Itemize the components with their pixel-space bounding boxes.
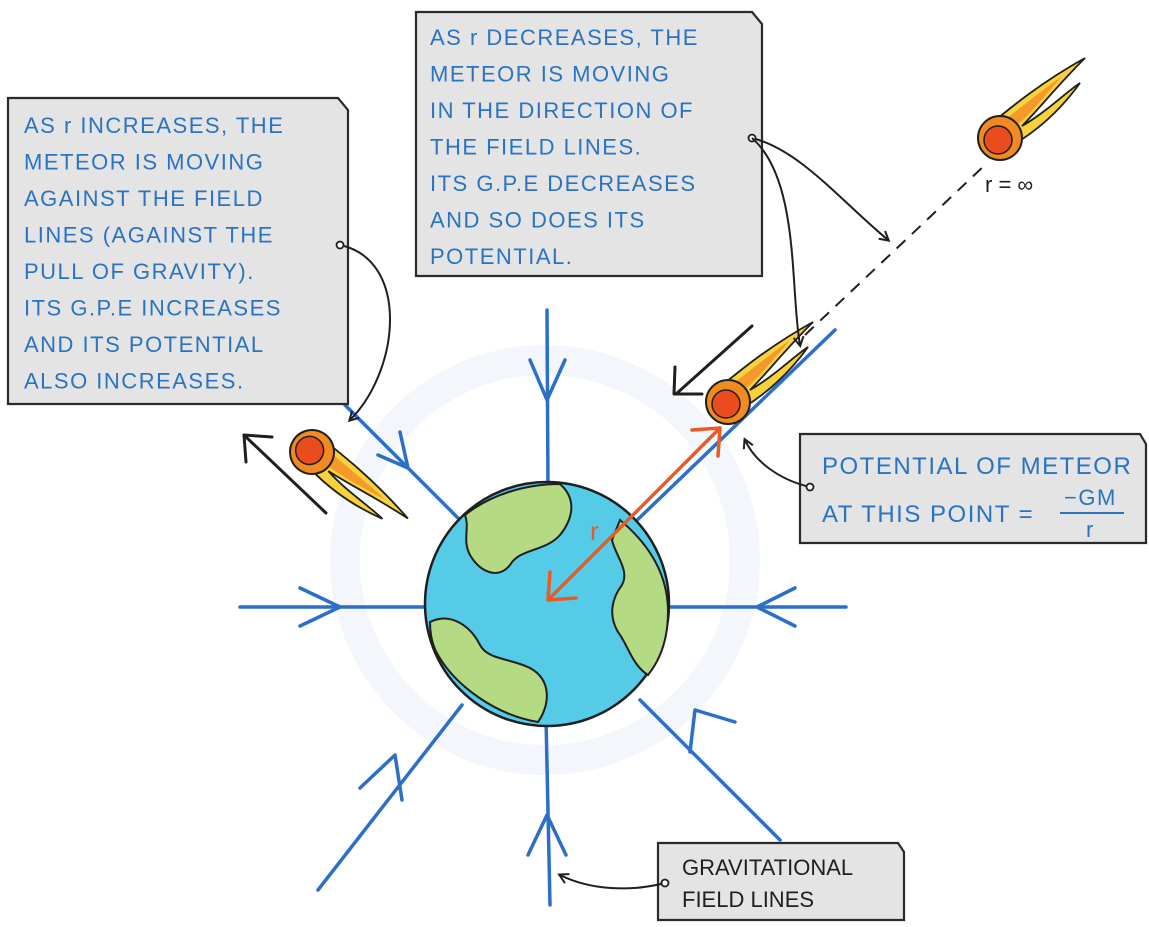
- field-lines-label-line: FIELD LINES: [682, 887, 814, 912]
- left-explanation-box: AS r INCREASES, THE METEOR IS MOVING AGAIN…: [6, 96, 350, 406]
- motion-arrow-icon: [672, 324, 754, 396]
- radius-label: r: [590, 516, 599, 546]
- field-line-arrow-icon: [358, 753, 404, 802]
- left-box-pointer: [340, 245, 391, 420]
- motion-arrow-icon: [242, 433, 328, 515]
- field-lines-label-box: GRAVITATIONAL FIELD LINES: [656, 841, 906, 922]
- right-box-pointer: [745, 440, 810, 487]
- top-box-line: ITS G.P.E DECREASES: [430, 171, 697, 196]
- field-line-arrow-icon: [526, 813, 568, 857]
- field-line-arrow-icon: [755, 586, 797, 628]
- bottom-box-pointer: [560, 875, 665, 890]
- field-line-upper-right: [630, 328, 837, 527]
- potential-line-2: AT THIS POINT =: [822, 501, 1034, 528]
- field-lines-label-text: GRAVITATIONAL FIELD LINES: [682, 855, 853, 912]
- field-line-arrow-icon: [688, 708, 737, 754]
- radius-arrow: r: [546, 426, 722, 602]
- earth-land-bottom-left: [428, 617, 548, 724]
- top-box-line: IN THE DIRECTION OF: [430, 98, 694, 123]
- top-box-line: METEOR IS MOVING: [430, 62, 670, 87]
- left-box-line: AND ITS POTENTIAL: [24, 332, 265, 357]
- top-box-line: POTENTIAL.: [430, 244, 573, 269]
- background-watermark: [330, 345, 760, 775]
- potential-denominator: r: [1086, 517, 1095, 542]
- field-line-lower-left: [316, 703, 464, 892]
- left-box-line: ALSO INCREASES.: [24, 369, 245, 394]
- left-box-line: METEOR IS MOVING: [24, 150, 264, 175]
- top-box-pointer-to-meteor: [751, 137, 800, 345]
- left-box-text: AS r INCREASES, THE METEOR IS MOVING AGAIN…: [24, 113, 284, 394]
- meteor-icon: [705, 321, 814, 425]
- top-box-text: AS r DECREASES, THE METEOR IS MOVING IN TH…: [430, 25, 699, 269]
- field-line-upper-left: [343, 403, 464, 524]
- potential-line-1: POTENTIAL OF METEOR: [822, 453, 1132, 480]
- field-line-arrow-icon: [376, 430, 410, 470]
- earth-land-top: [463, 482, 573, 574]
- left-box-line: AS r INCREASES, THE: [24, 113, 284, 138]
- top-box-line: THE FIELD LINES.: [430, 135, 642, 160]
- field-lines-label-line: GRAVITATIONAL: [682, 855, 853, 880]
- meteor-icon: [977, 57, 1086, 161]
- right-potential-box: POTENTIAL OF METEOR AT THIS POINT = −GM …: [798, 432, 1148, 545]
- infinity-label: r = ∞: [985, 172, 1033, 197]
- top-box-pointer-to-path: [752, 138, 888, 240]
- left-box-line: AGAINST THE FIELD: [24, 186, 264, 211]
- field-line-lower-right: [638, 698, 782, 842]
- field-line-arrow-icon: [298, 586, 342, 628]
- left-box-line: PULL OF GRAVITY).: [24, 259, 255, 284]
- field-line-bottom: [544, 716, 552, 907]
- top-box-line: AS r DECREASES, THE: [430, 25, 699, 50]
- left-box-line: LINES (AGAINST THE: [24, 223, 274, 248]
- earth-icon: [423, 480, 671, 728]
- top-box-line: AND SO DOES ITS: [430, 208, 646, 233]
- gravitational-field-lines: [238, 308, 848, 907]
- earth-land-right: [610, 518, 670, 677]
- left-box-line: ITS G.P.E INCREASES: [24, 296, 282, 321]
- potential-numerator: −GM: [1064, 485, 1117, 510]
- top-explanation-box: AS r DECREASES, THE METEOR IS MOVING IN TH…: [414, 10, 764, 278]
- field-line-arrow-icon: [528, 358, 567, 402]
